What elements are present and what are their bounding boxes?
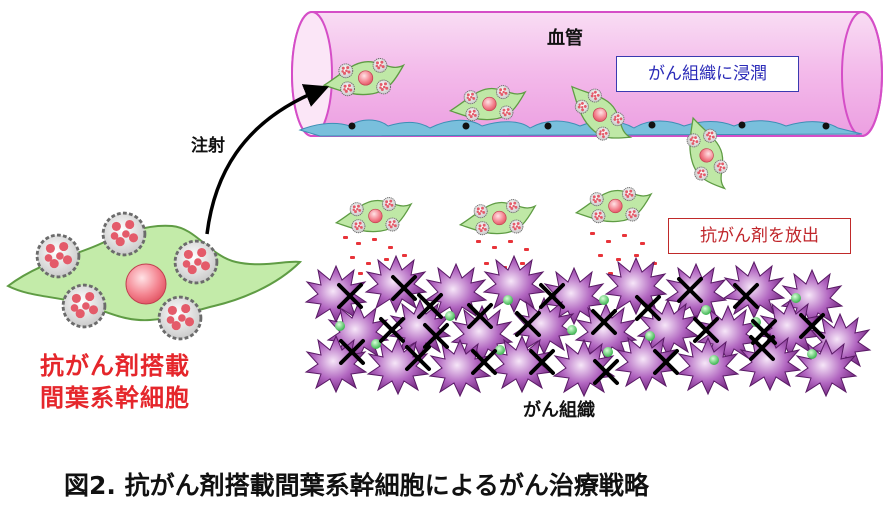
arrow-icon [205, 84, 330, 235]
vessel-label: 血管 [547, 28, 583, 49]
msc-label-line1: 抗がん剤搭載 [40, 352, 190, 380]
tumor-label: がん組織 [523, 400, 595, 421]
injection-label: 注射 [191, 136, 225, 156]
infiltrate-label: がん組織に浸潤 [616, 56, 799, 92]
drug-release-label: 抗がん剤を放出 [668, 218, 851, 254]
figure-caption: 図2. 抗がん剤搭載間葉系幹細胞によるがん治療戦略 [64, 471, 649, 500]
msc-label-line2: 間葉系幹細胞 [40, 384, 190, 412]
drug-loaded-msc [6, 211, 303, 341]
tumor-nuclei [335, 293, 817, 365]
nanoparticle-icon [35, 233, 81, 279]
endothelium [298, 119, 863, 137]
msc-releasing-drug [336, 188, 651, 235]
